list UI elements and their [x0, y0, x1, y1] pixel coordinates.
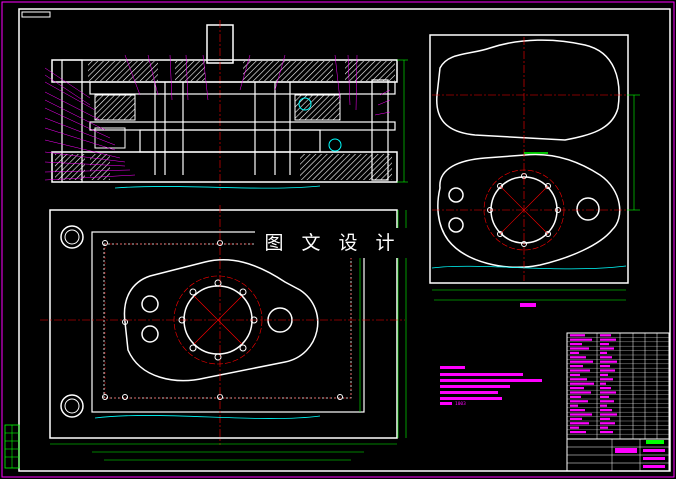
- bom-row-material: [600, 347, 614, 350]
- bom-row-material: [600, 334, 611, 337]
- bom-row-material: [600, 431, 613, 434]
- bom-row-entry: [570, 338, 592, 341]
- bom-row-material: [600, 417, 610, 420]
- bom-row-entry: [570, 382, 594, 385]
- bom-row-material: [600, 404, 607, 407]
- bom-row-entry: [570, 356, 586, 359]
- watermark-label: 图 文 设 计: [255, 228, 410, 258]
- bom-row-entry: [570, 373, 580, 376]
- bom-row-entry: [570, 395, 581, 398]
- bom-row-material: [600, 422, 615, 425]
- bom-row-material: [600, 343, 609, 346]
- bom-row-entry: [570, 365, 583, 368]
- technical-notes: 1003: [440, 366, 542, 407]
- bom-row-material: [600, 382, 606, 385]
- bom-row-material: [600, 338, 616, 341]
- bom-row-material: [600, 351, 607, 354]
- bom-row-entry: [570, 351, 579, 354]
- bom-row-entry: [570, 347, 589, 350]
- bom-row-entry: [570, 387, 584, 390]
- bom-row-entry: [570, 391, 591, 394]
- bom-row-entry: [570, 369, 590, 372]
- bom-row-material: [600, 400, 614, 403]
- bom-row-entry: [570, 422, 589, 425]
- bom-row-entry: [570, 334, 585, 337]
- part-leaders-top: [124, 54, 358, 111]
- bom-row-entry: [570, 404, 578, 407]
- frame-tag: [21, 11, 51, 18]
- bom-rows: [567, 334, 669, 435]
- bom-row-material: [600, 360, 617, 363]
- bom-row-entry: [570, 431, 586, 434]
- bom-row-material: [600, 413, 617, 416]
- bom-row-entry: [570, 426, 579, 429]
- bom-row-entry: [570, 409, 585, 412]
- bom-row-entry: [570, 417, 582, 420]
- bom-row-material: [600, 373, 608, 376]
- drawing-frame: [18, 8, 671, 472]
- bom-row-material: [600, 378, 613, 381]
- bom-row-material: [600, 409, 612, 412]
- title-block: [566, 438, 670, 472]
- bom-row-material: [600, 426, 608, 429]
- bom-row-material: [600, 356, 612, 359]
- plan-view: [40, 205, 407, 461]
- bom-row-entry: [570, 413, 592, 416]
- bom-row-material: [600, 365, 610, 368]
- bom-row-material: [600, 369, 615, 372]
- bom-row-material: [600, 395, 609, 398]
- note-line5-suffix: 1003: [455, 401, 466, 407]
- section-view: [51, 20, 408, 190]
- bom-row-entry: [570, 360, 593, 363]
- bom-row-material: [600, 391, 616, 394]
- bom-row-entry: [570, 400, 588, 403]
- left-margin-block: [4, 424, 20, 469]
- strip-layout-view: [429, 34, 640, 307]
- part-leaders-left: [44, 67, 136, 181]
- bom-row-material: [600, 387, 611, 390]
- bom-row-entry: [570, 378, 587, 381]
- bom-row-entry: [570, 343, 582, 346]
- part-leaders-right: [374, 89, 391, 116]
